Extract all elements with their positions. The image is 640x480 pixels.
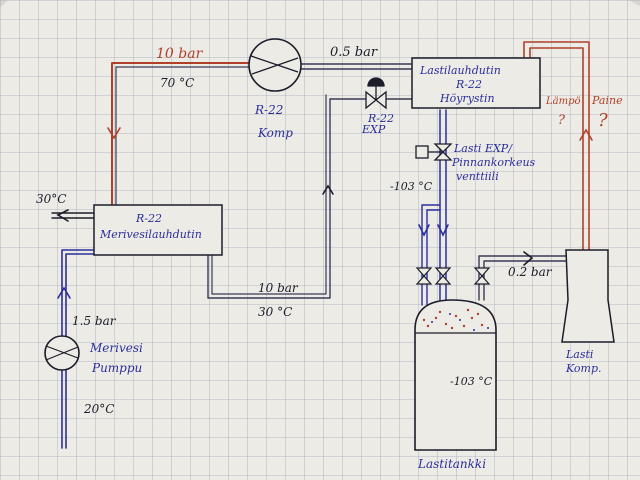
temp-gauge-value: ? [558, 113, 566, 128]
hp-temp-label: 70 °C [160, 76, 194, 90]
expansion-valve-label-line2: EXP [361, 123, 386, 136]
hp-pressure-label: 10 bar [156, 46, 204, 62]
compressor-label-line1: R-22 [254, 103, 283, 117]
temp-gauge-label: Lämpö [545, 96, 581, 107]
cargo-condenser-label-line2: R-22 [455, 78, 482, 91]
cargo-condenser-label-line1: Lastilauhdutin [419, 64, 501, 77]
cargo-condenser-label-line3: Höyrystin [439, 92, 495, 105]
liquid-temp-label: 30 °C [258, 305, 292, 319]
liquid-pressure-label: 10 bar [258, 281, 299, 295]
cargo-suction-pressure-label: 0.2 bar [508, 265, 553, 279]
return-temp-label: -103 °C [390, 180, 433, 193]
pressure-gauge-value: ? [598, 110, 608, 131]
cargo-exp-valve-label-line3: venttiili [456, 170, 499, 183]
sw-condenser-label-line1: R-22 [135, 212, 162, 225]
tank-temp-label: -103 °C [450, 375, 493, 388]
sw-in-temp-label: 20°C [83, 402, 114, 416]
compressor-label-line2: Komp [257, 126, 293, 140]
seawater-pump [45, 336, 79, 370]
r22-compressor [249, 39, 301, 91]
suction-pressure-label: 0.5 bar [330, 45, 378, 60]
cargo-compressor-label-line2: Komp. [565, 362, 602, 375]
cargo-tank-label: Lastitankki [417, 457, 486, 471]
sw-pump-label-line2: Pumppu [91, 361, 142, 375]
sw-pump-label-line1: Merivesi [89, 341, 143, 355]
cargo-exp-valve-label-line2: Pinnankorkeus [451, 156, 536, 169]
cargo-exp-valve-label-line1: Lasti EXP/ [453, 142, 513, 155]
pressure-gauge-label: Paine [591, 94, 623, 107]
cargo-compressor-label-line1: Lasti [565, 348, 593, 361]
cargo-compressor [562, 250, 614, 342]
sw-in-pressure-label: 1.5 bar [72, 314, 117, 328]
sw-out-temp-label: 30°C [36, 192, 66, 206]
sw-condenser-label-line2: Merivesilauhdutin [99, 228, 202, 241]
